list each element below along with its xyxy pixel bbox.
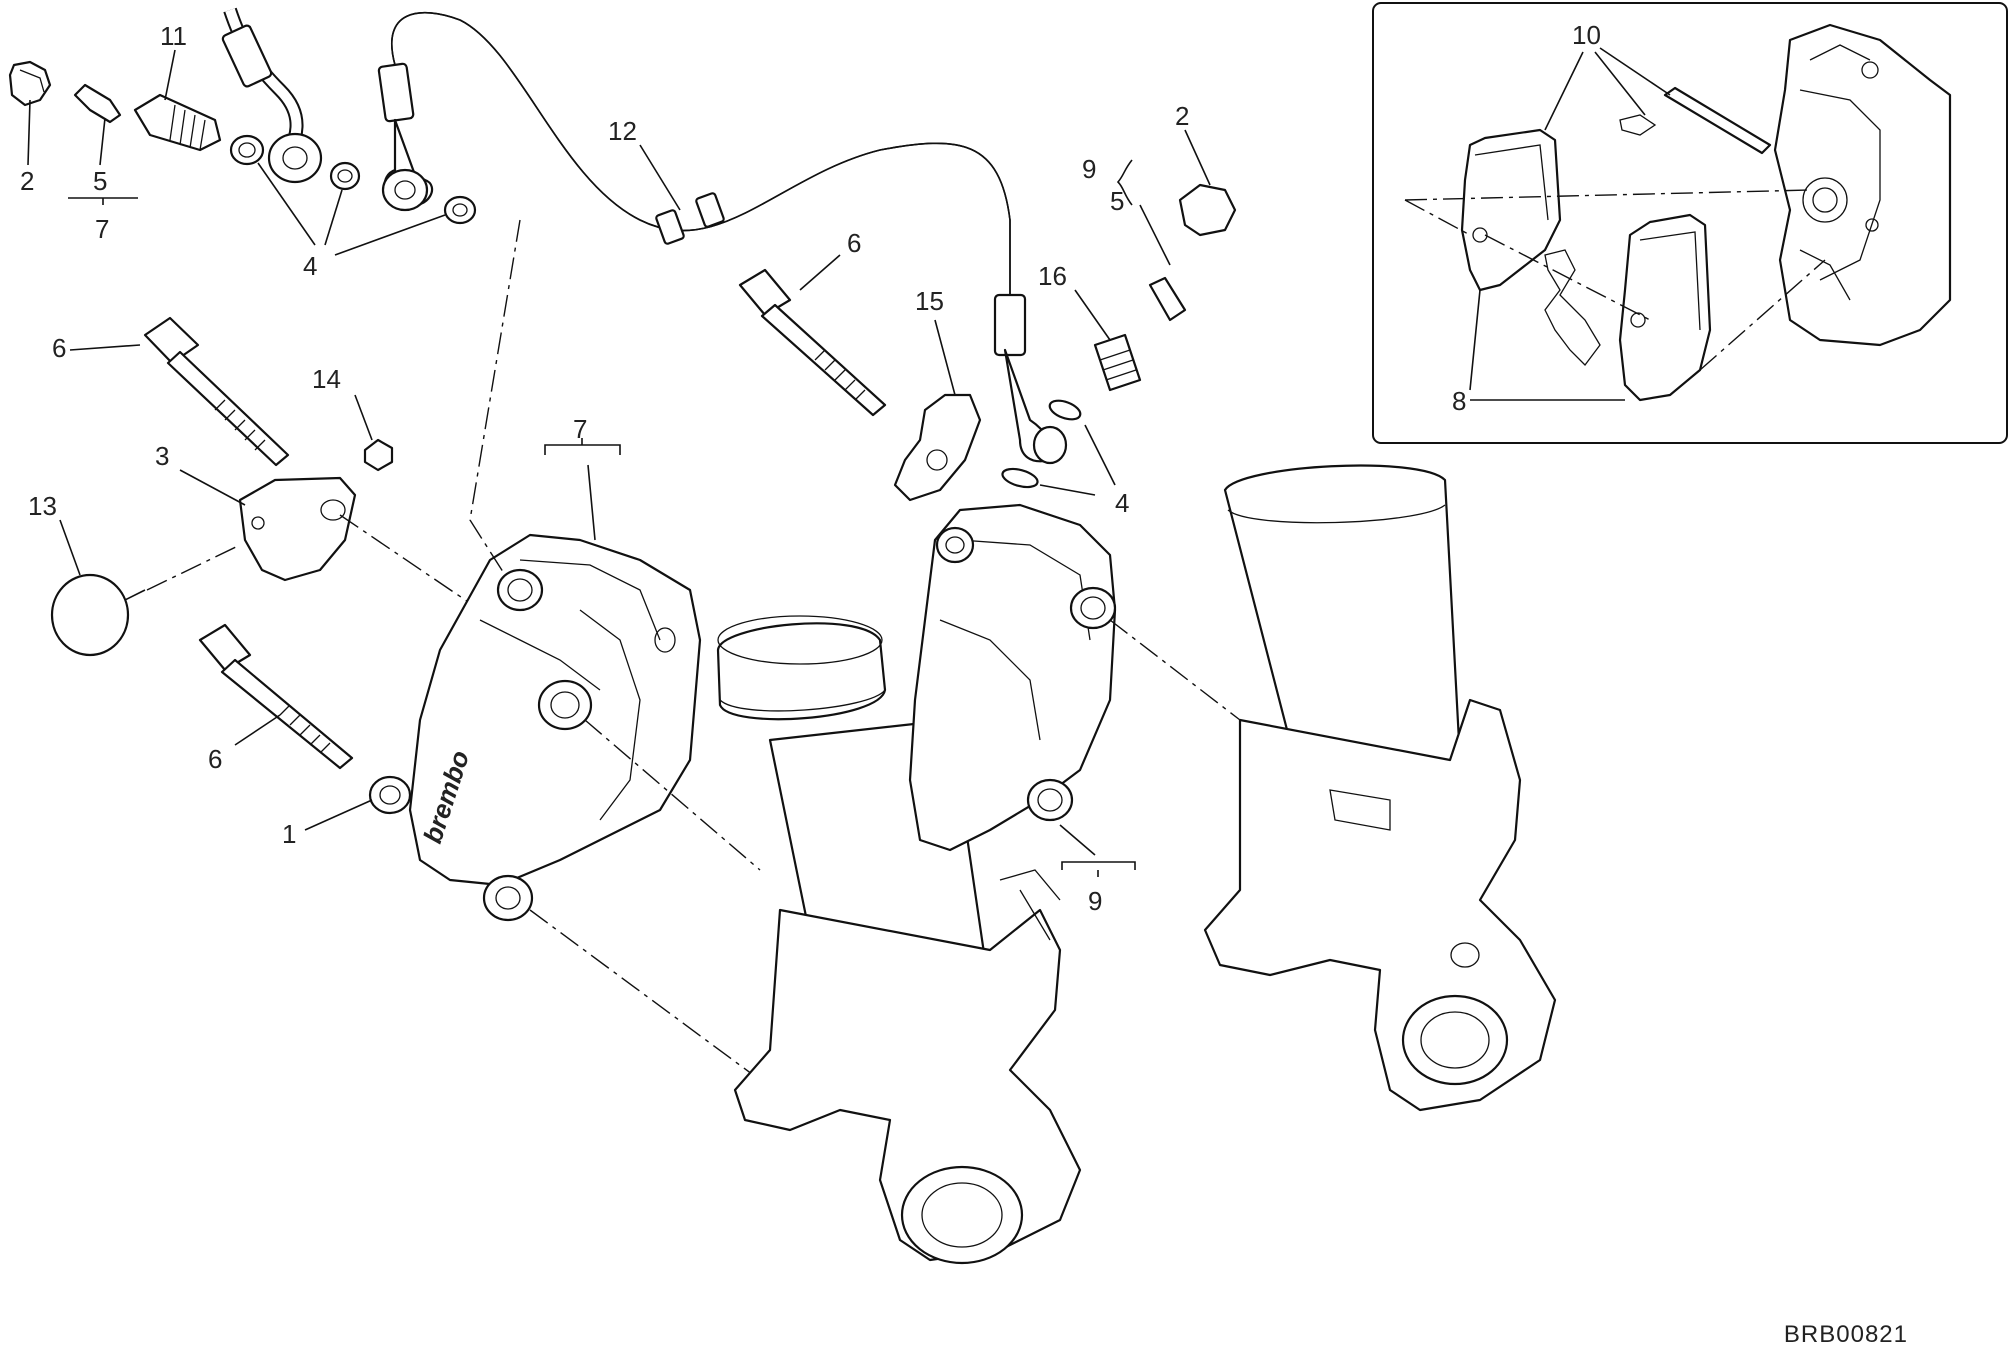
right-caliper-side-bore xyxy=(1069,586,1117,630)
caliper-bolt-lower-left xyxy=(198,623,252,672)
hose-sleeve-left xyxy=(655,209,685,245)
callout-4-right: 4 xyxy=(1115,488,1129,518)
cover-cap-13 xyxy=(50,573,130,657)
hose-fitting-right xyxy=(993,293,1027,357)
washer-4a xyxy=(229,134,265,166)
union-fitting-16 xyxy=(1093,333,1142,392)
callout-10: 10 xyxy=(1572,20,1601,50)
caliper-bolt-upper-left xyxy=(143,316,200,365)
callout-2-right: 2 xyxy=(1175,101,1189,131)
bleed-valve-left xyxy=(73,83,122,124)
hose-sleeve-mid xyxy=(695,192,725,228)
callout-3: 3 xyxy=(155,441,169,471)
bleed-cap-right xyxy=(1178,183,1237,237)
right-caliper-upper-bore xyxy=(935,526,975,564)
bleed-valve-right xyxy=(1148,276,1187,322)
callout-14: 14 xyxy=(312,364,341,394)
washer-1 xyxy=(368,775,412,815)
callout-4-left: 4 xyxy=(303,251,317,281)
union-fitting-11 xyxy=(133,93,222,152)
left-mount-parts: 6 14 3 13 6 1 xyxy=(28,316,481,849)
banjo-fitting-upper xyxy=(267,132,323,184)
callout-6-lower-left: 6 xyxy=(208,744,222,774)
pad-spring-clip xyxy=(1544,249,1601,366)
brake-hose xyxy=(377,11,1068,465)
callout-6-upper-left: 6 xyxy=(52,333,66,363)
bleed-parts-left: 2 5 7 11 4 12 xyxy=(8,21,681,281)
callout-12: 12 xyxy=(608,116,637,146)
washer-4b xyxy=(329,161,361,191)
callout-5-left: 5 xyxy=(93,166,107,196)
brake-hose-left-segment xyxy=(221,7,323,184)
pads-detail-inset: 10 8 xyxy=(1372,2,2008,444)
left-caliper-mid-bore xyxy=(537,679,593,731)
right-mount-parts: 6 15 16 5 9 2 4 xyxy=(738,101,1237,518)
hose-bracket-15 xyxy=(893,393,982,502)
callout-9-right: 9 xyxy=(1082,154,1096,184)
callout-13: 13 xyxy=(28,491,57,521)
brake-pad-right xyxy=(1618,213,1712,402)
washer-4-right-upper xyxy=(1048,399,1082,421)
washer-4-right-lower xyxy=(1001,467,1039,489)
callout-11: 11 xyxy=(160,21,187,51)
caliper-bracket xyxy=(238,476,357,582)
callout-6-right: 6 xyxy=(847,228,861,258)
callout-16: 16 xyxy=(1038,261,1067,291)
bleed-cap-left xyxy=(8,60,52,107)
callout-15: 15 xyxy=(915,286,944,316)
caliper-bolt-right xyxy=(738,268,792,317)
callout-5-right: 5 xyxy=(1110,186,1124,216)
right-brake-caliper: 9 xyxy=(908,503,1241,916)
callout-7-left: 7 xyxy=(95,214,109,244)
callout-1: 1 xyxy=(282,819,296,849)
right-fork-leg xyxy=(1203,464,1557,1112)
callout-9-caliper: 9 xyxy=(1088,886,1102,916)
pad-retaining-pin xyxy=(1663,86,1772,155)
callout-8: 8 xyxy=(1452,386,1466,416)
left-brake-caliper: brembo 7 xyxy=(408,219,761,1081)
pin-r-clip xyxy=(1619,114,1657,136)
left-caliper-lower-bore xyxy=(482,874,534,922)
hose-fitting-top-left xyxy=(377,62,415,123)
right-caliper-lower-bore xyxy=(1026,778,1074,822)
callout-7-caliper: 7 xyxy=(573,414,587,444)
drawing-code: BRB00821 xyxy=(1784,1321,1908,1348)
callout-2-left: 2 xyxy=(20,166,34,196)
nut-14 xyxy=(363,438,394,472)
brake-pad-left xyxy=(1460,128,1562,292)
washer-4c xyxy=(443,195,477,225)
left-caliper-upper-bore xyxy=(496,568,544,612)
